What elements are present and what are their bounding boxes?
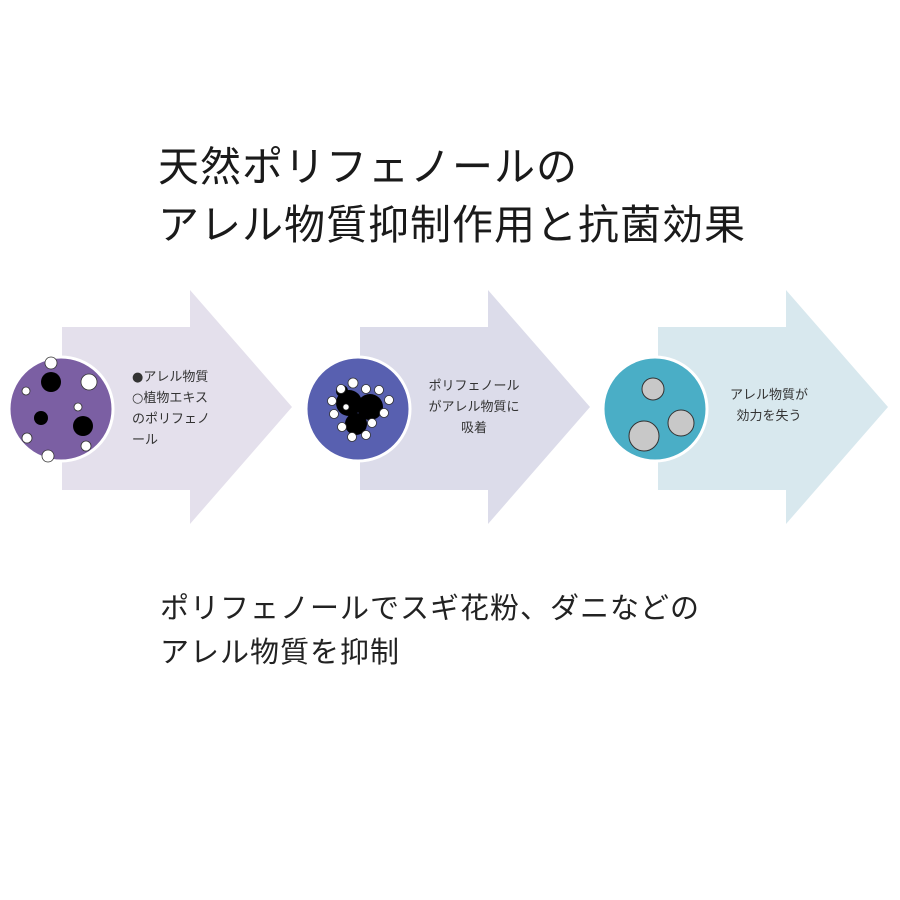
caption-line-2: アレル物質を抑制 [160, 630, 860, 674]
allergen-particle [73, 416, 93, 436]
step-1-disc [9, 357, 113, 461]
title-line-1: 天然ポリフェノールの [158, 138, 878, 196]
allergen-particle [41, 372, 61, 392]
polyphenol-particle [74, 403, 82, 411]
step-1-label-line: のポリフェノ [132, 409, 210, 430]
step-3-label: アレル物質が 効力を失う [714, 385, 824, 427]
step-3-label-line: アレル物質が [714, 385, 824, 406]
step-1-label: ●アレル物質 ○植物エキス のポリフェノ ール [132, 367, 210, 451]
polyphenol-particle [45, 357, 57, 369]
polyphenol-particle [81, 374, 97, 390]
step-2-label-line: 吸着 [414, 418, 534, 439]
page-title: 天然ポリフェノールの アレル物質抑制作用と抗菌効果 [158, 138, 878, 254]
circle-step-1 [9, 357, 113, 462]
step-1-label-line: ●アレル物質 [132, 367, 210, 388]
step-2-label-line: がアレル物質に [414, 397, 534, 418]
step-3-label-line: 効力を失う [714, 406, 824, 427]
caption-line-1: ポリフェノールでスギ花粉、ダニなどの [160, 586, 860, 630]
step-1-label-line: ール [132, 430, 210, 451]
polyphenol-particle [42, 450, 54, 462]
caption: ポリフェノールでスギ花粉、ダニなどの アレル物質を抑制 [160, 586, 860, 674]
circle-step-3 [603, 357, 707, 461]
allergen-particle [34, 411, 48, 425]
polyphenol-particle [22, 433, 32, 443]
process-diagram: ●アレル物質 ○植物エキス のポリフェノ ール ポリフェノール がアレル物質に … [0, 285, 900, 535]
title-line-2: アレル物質抑制作用と抗菌効果 [158, 196, 878, 254]
step-1-label-line: ○植物エキス [132, 388, 210, 409]
step-2-label-line: ポリフェノール [414, 376, 534, 397]
step-2-label: ポリフェノール がアレル物質に 吸着 [414, 376, 534, 439]
neutralized-particle [642, 378, 664, 400]
neutralized-particle [629, 421, 659, 451]
polyphenol-particle [81, 441, 91, 451]
circle-step-2 [306, 357, 410, 461]
neutralized-particle [668, 410, 694, 436]
polyphenol-particle [22, 387, 30, 395]
